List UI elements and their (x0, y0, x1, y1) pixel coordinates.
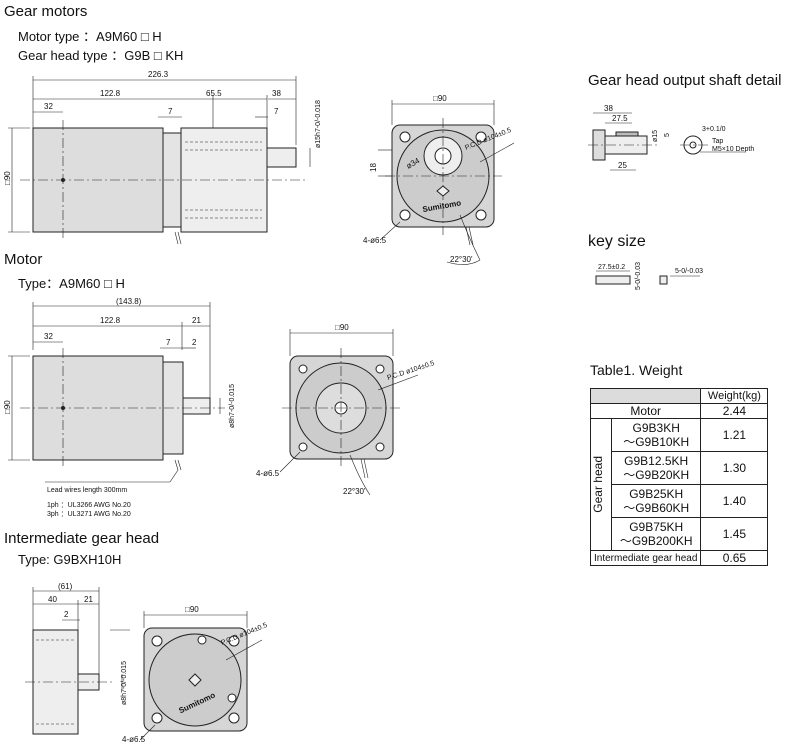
weight-row-label: G9B3KH～G9B10KH (610, 418, 702, 452)
dim-122: 122.8 (100, 89, 121, 98)
motor-dim-shaft: ø8h7-0/-0.015 (229, 384, 236, 428)
motor-dim-32: 32 (44, 332, 53, 341)
motor-dim-21: 21 (192, 316, 201, 325)
weight-table-title: Table1. Weight (590, 362, 683, 378)
shaft-dim-25: 25 (618, 161, 627, 170)
dim-65: 65.5 (206, 89, 222, 98)
motor-dim-total: (143.8) (116, 297, 142, 306)
motor-dim-h90: □90 (3, 400, 12, 414)
key-dim-27: 27.5±0.2 (598, 264, 625, 271)
dim-total: 226.3 (148, 70, 169, 79)
inter-dim-21: 21 (84, 595, 93, 604)
inter-dim-sq90: □90 (185, 605, 199, 614)
dim-shaft: ø15h7-0/-0.018 (315, 100, 322, 148)
inter-dim-bore: ø8h7-0/-0.015 (121, 661, 128, 705)
shaft-detail-drawing: 38 27.5 25 ø15 5 3+0.1/0 Tap M5×10 Depth (588, 104, 754, 171)
motor-row-value: 2.44 (700, 403, 769, 419)
gear-motor-side-view: 226.3 122.8 65.5 38 32 7 7 □90 ø15h7-0/-… (3, 70, 322, 245)
dim-h90: □90 (3, 171, 12, 185)
lead-3ph: 3ph ：UL3271 AWG No.20 (47, 511, 131, 518)
intermediate-title: Intermediate gear head (4, 530, 160, 547)
motor-dim-pcd: P.C.D ø104±0.5 (386, 360, 435, 382)
key-dim-5b: 5-0/-0.03 (675, 268, 703, 275)
weight-table: Weight(kg) Motor 2.44 Gear head G9B3KH～G… (589, 388, 769, 566)
motor-row-label: Motor (589, 403, 702, 419)
weight-row-value: 1.30 (700, 451, 769, 485)
motor-title: Motor (4, 251, 43, 268)
weight-row-label: G9B75KH～G9B200KH (610, 517, 702, 551)
shaft-dim-5: 5 (664, 133, 671, 137)
intermediate-type: Type: G9BXH10H (18, 552, 122, 567)
dim-38: 38 (272, 89, 281, 98)
dim-sq90: □90 (433, 94, 447, 103)
lead-1ph: 1ph ：UL3266 AWG No.20 (47, 502, 131, 509)
motor-dim-2: 2 (192, 338, 197, 347)
key-dim-5a: 5-0/-0.03 (635, 262, 642, 290)
key-size-title: key size (588, 233, 646, 250)
inter-dim-total: (61) (58, 582, 73, 591)
motor-dim-angle: 22°30' (343, 487, 366, 496)
motor-dim-7: 7 (166, 338, 171, 347)
dim-7b: 7 (274, 107, 279, 116)
dim-7a: 7 (168, 107, 173, 116)
lead-note: Lead wires length 300mm (47, 487, 127, 494)
gear-head-type-label: Gear head type ：G9B □ KH (18, 48, 184, 63)
gear-head-group-label: Gear head (591, 456, 605, 513)
gear-motor-front-view: Sumitomo □90 18 ø34 P.C.D ø104±0.5 4-ø6.… (363, 94, 515, 265)
gear-motors-title: Gear motors (4, 3, 88, 20)
shaft-detail-title: Gear head output shaft detail (588, 72, 782, 89)
weight-header: Weight(kg) (700, 388, 769, 404)
shaft-dim-27: 27.5 (612, 114, 628, 123)
motor-dim-sq90: □90 (335, 323, 349, 332)
inter-dim-holes: 4-ø6.5 (122, 735, 146, 744)
shaft-dim-38: 38 (604, 104, 613, 113)
weight-row-value: 1.40 (700, 484, 769, 518)
intermediate-front-view: Sumitomo □90 P.C.D ø104±0.5 4-ø6.5 (122, 605, 269, 744)
dim-32: 32 (44, 102, 53, 111)
intermediate-side-view: (61) 40 21 2 ø8h7-0/-0.015 (25, 582, 130, 735)
weight-row-label: G9B12.5KH～G9B20KH (610, 451, 702, 485)
shaft-dim-15: ø15 (652, 130, 659, 142)
shaft-tap-size: M5×10 Depth (712, 146, 754, 153)
key-size-drawing: 27.5±0.2 5-0/-0.03 5-0/-0.03 (595, 262, 703, 290)
dim-angle: 22°30' (450, 255, 473, 264)
motor-type-label: Motor type ：A9M60 □ H (18, 29, 162, 44)
motor-dim-holes: 4-ø6.5 (256, 469, 280, 478)
inter-dim-40: 40 (48, 595, 57, 604)
motor-side-view: (143.8) 122.8 21 32 7 2 □90 ø8h7-0/-0.01… (3, 297, 236, 518)
weight-row-label: G9B25KH～G9B60KH (610, 484, 702, 518)
motor-type: Type：A9M60 □ H (18, 276, 125, 291)
shaft-tap: Tap (712, 138, 723, 145)
motor-front-view: □90 P.C.D ø104±0.5 4-ø6.5 22°30' (256, 323, 436, 496)
weight-row-value: 1.45 (700, 517, 769, 551)
intermediate-row-label: Intermediate gear head (589, 550, 702, 566)
weight-row-value: 1.21 (700, 418, 769, 452)
dim-holes: 4-ø6.5 (363, 236, 387, 245)
shaft-dim-3: 3+0.1/0 (702, 126, 726, 133)
intermediate-row-value: 0.65 (700, 550, 769, 566)
dim-18: 18 (369, 163, 378, 172)
motor-dim-122: 122.8 (100, 316, 121, 325)
inter-dim-2: 2 (64, 610, 69, 619)
